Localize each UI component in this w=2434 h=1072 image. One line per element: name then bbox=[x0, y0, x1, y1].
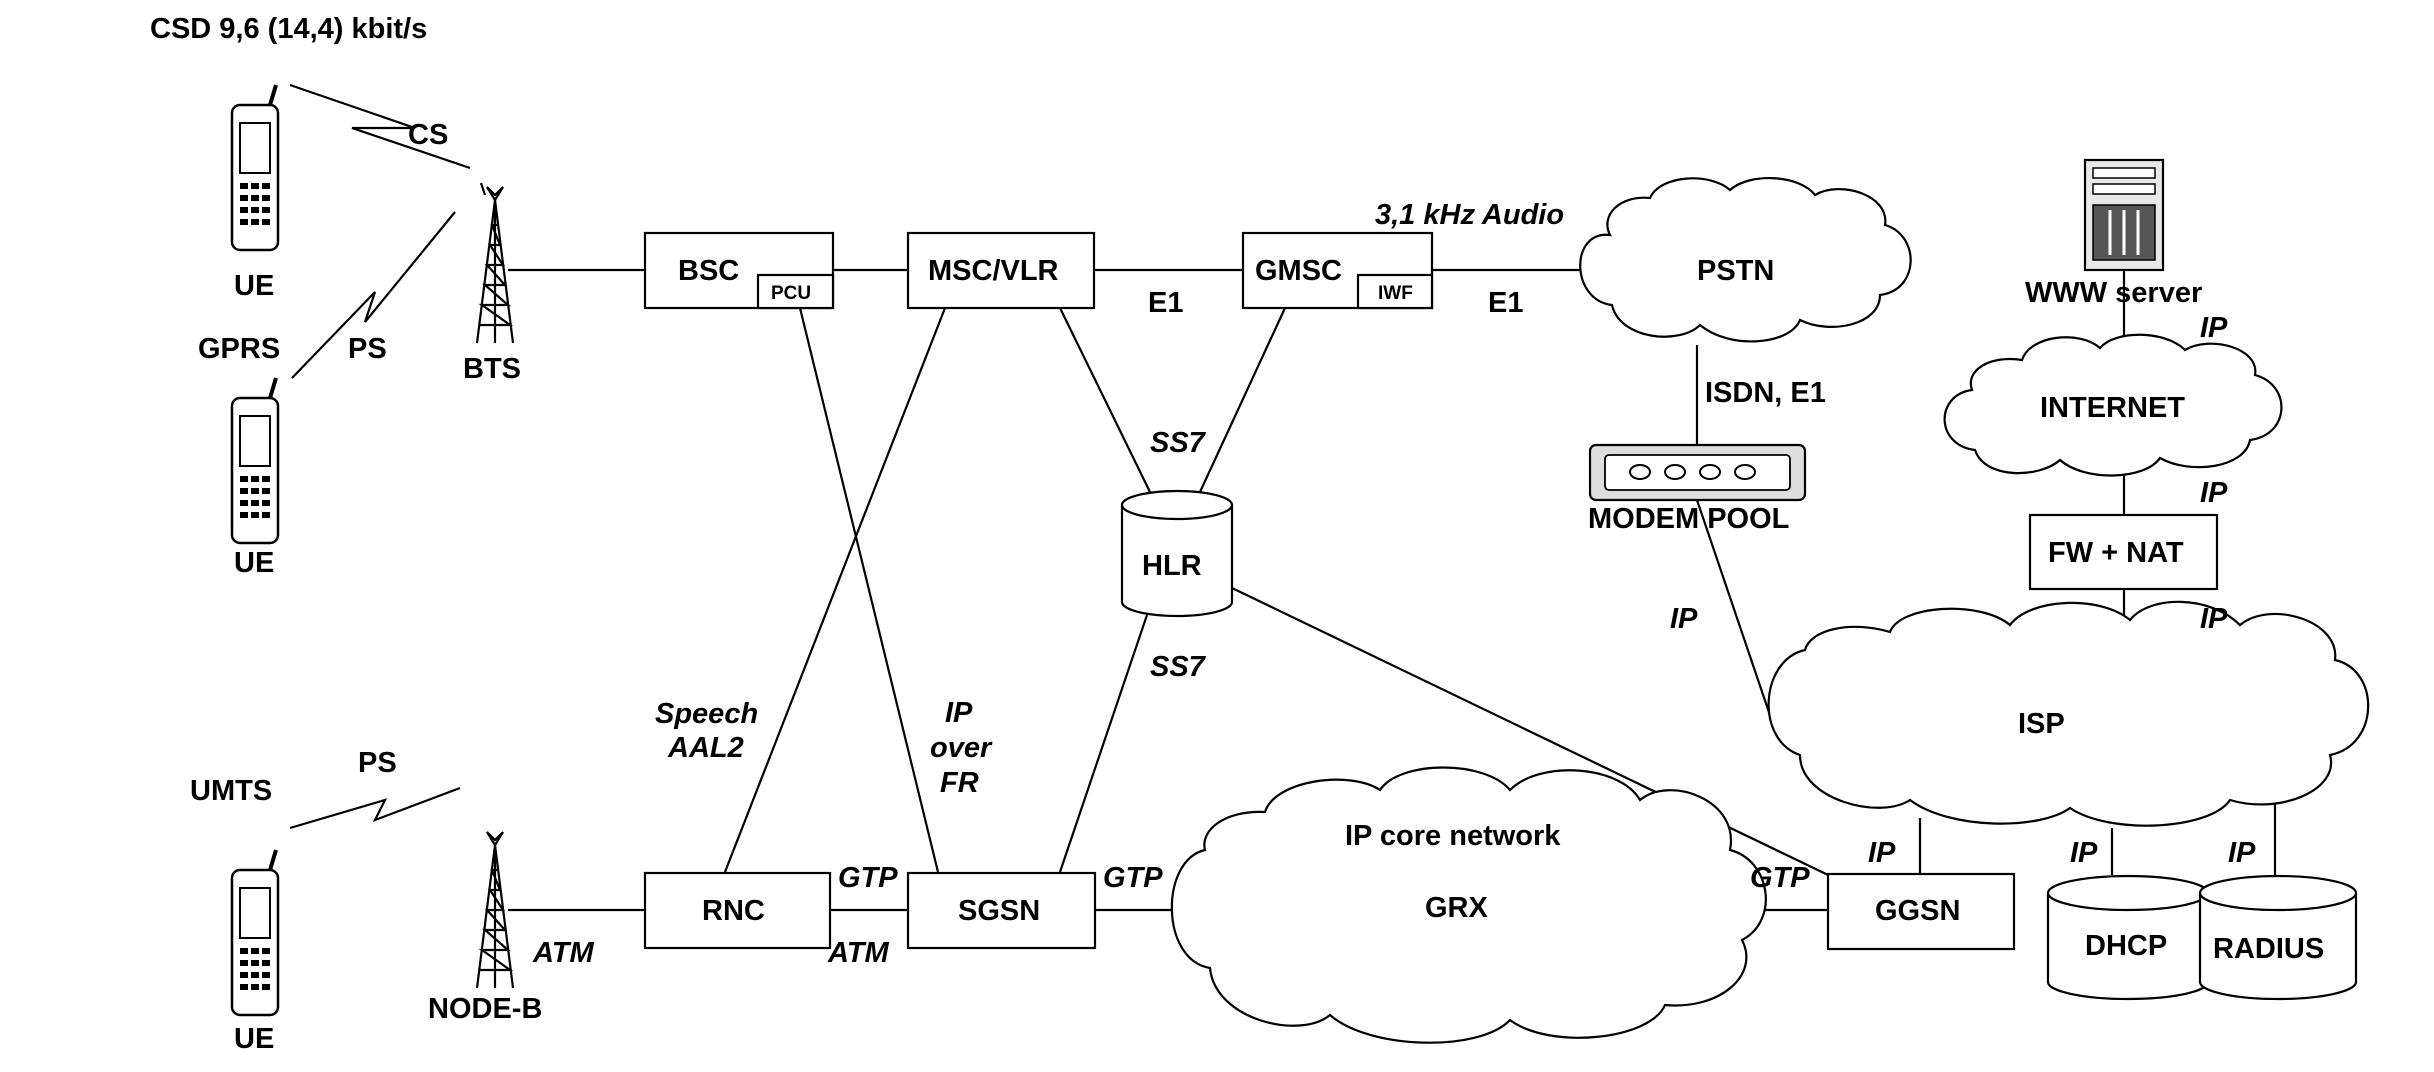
grx-cloud bbox=[1170, 766, 1767, 1044]
link-msc-rnc bbox=[723, 307, 947, 873]
e1-label-gmsc-pstn: E1 bbox=[1488, 287, 1523, 319]
modem-pool-icon bbox=[1588, 443, 1807, 502]
mobile-phone-icon bbox=[230, 849, 280, 1017]
link-hlr-ggsn bbox=[1231, 587, 1881, 901]
link-gmsc-hlr bbox=[1199, 307, 1286, 493]
fw-nat-label: FW + NAT bbox=[2048, 537, 2184, 569]
gtp-label-grx-ggsn: GTP bbox=[1750, 862, 1810, 894]
rnc-label: RNC bbox=[702, 895, 765, 927]
e1-label-msc-gmsc: E1 bbox=[1148, 287, 1183, 319]
csd-rate-label: CSD 9,6 (14,4) kbit/s bbox=[150, 13, 427, 45]
grx-label: GRX bbox=[1425, 892, 1489, 924]
radio-link-umts bbox=[289, 786, 461, 830]
atm-label-nodeb: ATM bbox=[532, 937, 595, 969]
bts-tower-icon bbox=[475, 182, 515, 344]
iwf-box bbox=[1356, 273, 1434, 310]
gtp-label-rnc-sgsn: GTP bbox=[838, 862, 898, 894]
audio-label: 3,1 kHz Audio bbox=[1375, 199, 1564, 231]
hlr-label: HLR bbox=[1142, 550, 1202, 582]
pstn-label: PSTN bbox=[1697, 255, 1774, 287]
radio-link-gprs bbox=[291, 211, 456, 379]
sgsn-label: SGSN bbox=[958, 895, 1040, 927]
ip-label-dhcp: IP bbox=[2070, 837, 2098, 869]
dhcp-database bbox=[2046, 874, 2210, 1001]
iwf-label: IWF bbox=[1378, 283, 1413, 304]
msc-vlr-label: MSC/VLR bbox=[928, 255, 1059, 287]
mobile-phone-icon bbox=[230, 377, 280, 545]
atm-label-rnc-sgsn: ATM bbox=[827, 937, 890, 969]
dhcp-label: DHCP bbox=[2085, 930, 2167, 962]
msc-vlr-box bbox=[906, 231, 1096, 310]
gmsc-label: GMSC bbox=[1255, 255, 1342, 287]
radio-link-cs bbox=[289, 83, 471, 170]
connection-lines bbox=[508, 268, 2277, 912]
ip-label-modem: IP bbox=[1670, 603, 1698, 635]
ss7-label-top: SS7 bbox=[1150, 427, 1207, 459]
ip-label-ggsn-isp: IP bbox=[1868, 837, 1896, 869]
isdn-e1-label: ISDN, E1 bbox=[1705, 377, 1826, 409]
nodeb-tower-icon bbox=[475, 831, 515, 989]
www-server-icon bbox=[2083, 158, 2165, 272]
cs-label: CS bbox=[408, 119, 448, 151]
bsc-label: BSC bbox=[678, 255, 739, 287]
radius-label: RADIUS bbox=[2213, 933, 2324, 965]
isp-cloud bbox=[1767, 600, 2370, 827]
speech-label: Speech bbox=[655, 698, 758, 730]
ue-label-bottom: UE bbox=[234, 1023, 274, 1055]
pcu-box bbox=[756, 273, 835, 310]
ip-over-fr-label-3: FR bbox=[940, 767, 979, 799]
gtp-label-sgsn-grx: GTP bbox=[1103, 862, 1163, 894]
ip-label-internet-fw: IP bbox=[2200, 477, 2228, 509]
aal2-label: AAL2 bbox=[667, 732, 744, 764]
pcu-label: PCU bbox=[771, 283, 811, 304]
ip-over-fr-label-2: over bbox=[930, 732, 993, 764]
mobile-phone-icon bbox=[230, 84, 280, 252]
isp-label: ISP bbox=[2018, 708, 2065, 740]
link-modem-isp bbox=[1695, 499, 1777, 731]
fw-nat-box bbox=[2028, 513, 2219, 591]
ip-label-fw-isp: IP bbox=[2200, 603, 2228, 635]
umts-label: UMTS bbox=[190, 775, 272, 807]
link-hlr-sgsn bbox=[1058, 611, 1150, 873]
link-msc-hlr bbox=[1059, 307, 1151, 493]
ps-umts-label: PS bbox=[358, 747, 397, 779]
radius-database bbox=[2198, 874, 2358, 1001]
ip-label-radius: IP bbox=[2228, 837, 2256, 869]
ue-label-middle: UE bbox=[234, 547, 274, 579]
rnc-box bbox=[643, 871, 832, 950]
bts-label: BTS bbox=[463, 353, 521, 385]
ggsn-label: GGSN bbox=[1875, 895, 1960, 927]
gprs-label: GPRS bbox=[198, 333, 280, 365]
ss7-label-bottom: SS7 bbox=[1150, 651, 1207, 683]
pstn-cloud bbox=[1579, 176, 1912, 343]
hlr-database bbox=[1120, 489, 1234, 618]
internet-label: INTERNET bbox=[2040, 392, 2185, 424]
modem-pool-label: MODEM POOL bbox=[1588, 503, 1789, 535]
link-bsc-sgsn bbox=[798, 307, 940, 873]
gmsc-box bbox=[1241, 231, 1434, 310]
ip-over-fr-label-1: IP bbox=[945, 697, 973, 729]
www-server-label: WWW server bbox=[2025, 277, 2202, 309]
ue-label-top: UE bbox=[234, 270, 274, 302]
internet-cloud bbox=[1943, 333, 2283, 477]
ps-gprs-label: PS bbox=[348, 333, 387, 365]
ip-label-www: IP bbox=[2200, 312, 2228, 344]
ggsn-box bbox=[1826, 872, 2016, 951]
ipcore-label: IP core network bbox=[1345, 820, 1561, 852]
nodeb-label: NODE-B bbox=[428, 993, 542, 1025]
sgsn-box bbox=[906, 871, 1097, 950]
